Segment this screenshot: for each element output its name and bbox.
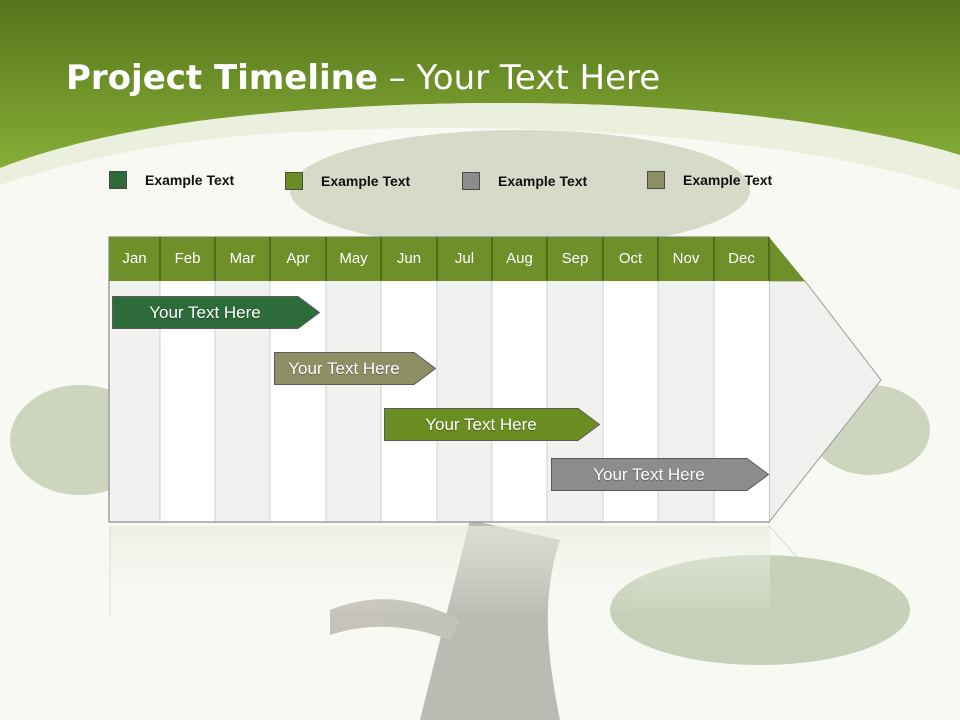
month-label: May bbox=[339, 250, 368, 267]
legend-item: Example Text bbox=[647, 171, 772, 189]
month-label: Jul bbox=[454, 250, 475, 267]
header-tip bbox=[769, 237, 805, 281]
legend-label: Example Text bbox=[145, 172, 235, 188]
month-header-band bbox=[109, 237, 769, 281]
task-bar-label: Your Text Here bbox=[149, 302, 261, 322]
month-label: Apr bbox=[286, 250, 310, 267]
legend-item: Example Text bbox=[285, 172, 410, 190]
task-bar-label: Your Text Here bbox=[425, 414, 537, 434]
legend-swatch bbox=[285, 172, 303, 190]
month-label: Nov bbox=[672, 250, 700, 267]
legend-label: Example Text bbox=[321, 173, 411, 189]
month-column bbox=[326, 281, 381, 522]
legend-swatch bbox=[462, 172, 480, 190]
task-bar-shape bbox=[384, 408, 600, 441]
month-label: Feb bbox=[174, 250, 201, 267]
legend-swatch bbox=[109, 171, 127, 189]
month-label: Oct bbox=[618, 250, 643, 267]
legend-label: Example Text bbox=[498, 173, 588, 189]
timeline-reflection bbox=[110, 526, 770, 616]
month-column bbox=[437, 281, 492, 522]
task-bar: Your Text Here bbox=[551, 458, 769, 491]
arrow-head bbox=[768, 280, 882, 524]
legend-swatch bbox=[647, 171, 665, 189]
task-bar-shape bbox=[551, 458, 769, 491]
month-label: Dec bbox=[728, 250, 755, 267]
task-bar-shape bbox=[112, 296, 320, 329]
month-column bbox=[492, 281, 547, 522]
legend-item: Example Text bbox=[462, 172, 587, 190]
task-bar: Your Text Here bbox=[384, 408, 600, 441]
page-title: Project Timeline – Your Text Here bbox=[66, 58, 660, 98]
task-bar-label: Your Text Here bbox=[593, 464, 705, 484]
legend-item: Example Text bbox=[109, 171, 234, 189]
month-label: Jan bbox=[122, 250, 147, 267]
month-label: Sep bbox=[561, 250, 589, 267]
month-label: Aug bbox=[506, 250, 533, 267]
month-label: Mar bbox=[229, 250, 256, 267]
task-bar-shape bbox=[274, 352, 436, 385]
task-bar: Your Text Here bbox=[274, 352, 436, 385]
task-bar: Your Text Here bbox=[112, 296, 320, 329]
task-bar-label: Your Text Here bbox=[288, 358, 400, 378]
header-band bbox=[0, 0, 960, 168]
legend-label: Example Text bbox=[683, 172, 773, 188]
title-rest: – Your Text Here bbox=[377, 58, 661, 98]
month-column bbox=[381, 281, 437, 522]
month-label: Jun bbox=[396, 250, 422, 267]
title-bold: Project Timeline bbox=[66, 58, 378, 98]
